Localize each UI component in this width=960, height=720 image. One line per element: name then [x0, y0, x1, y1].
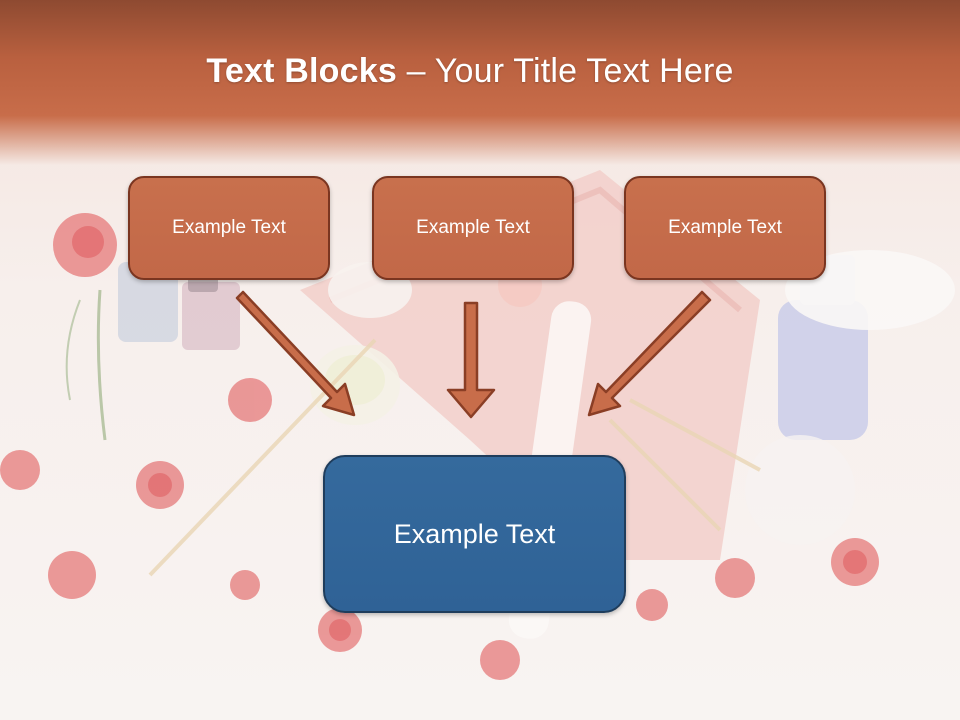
text-box-top-middle-label: Example Text: [416, 217, 530, 238]
text-box-top-left: Example Text: [128, 176, 330, 280]
text-box-top-right: Example Text: [624, 176, 826, 280]
text-box-top-middle: Example Text: [372, 176, 574, 280]
title-bold-part: Text Blocks: [206, 52, 397, 90]
text-box-center: Example Text: [323, 455, 626, 613]
title-separator: –: [396, 52, 435, 90]
text-box-top-left-label: Example Text: [172, 217, 286, 238]
text-box-top-right-label: Example Text: [668, 217, 782, 238]
text-box-center-label: Example Text: [393, 518, 556, 549]
title-rest: Your Title Text Here: [434, 52, 734, 90]
title-band: [0, 0, 960, 165]
slide-title: Text Blocks – Your Title Text Here: [0, 52, 940, 91]
